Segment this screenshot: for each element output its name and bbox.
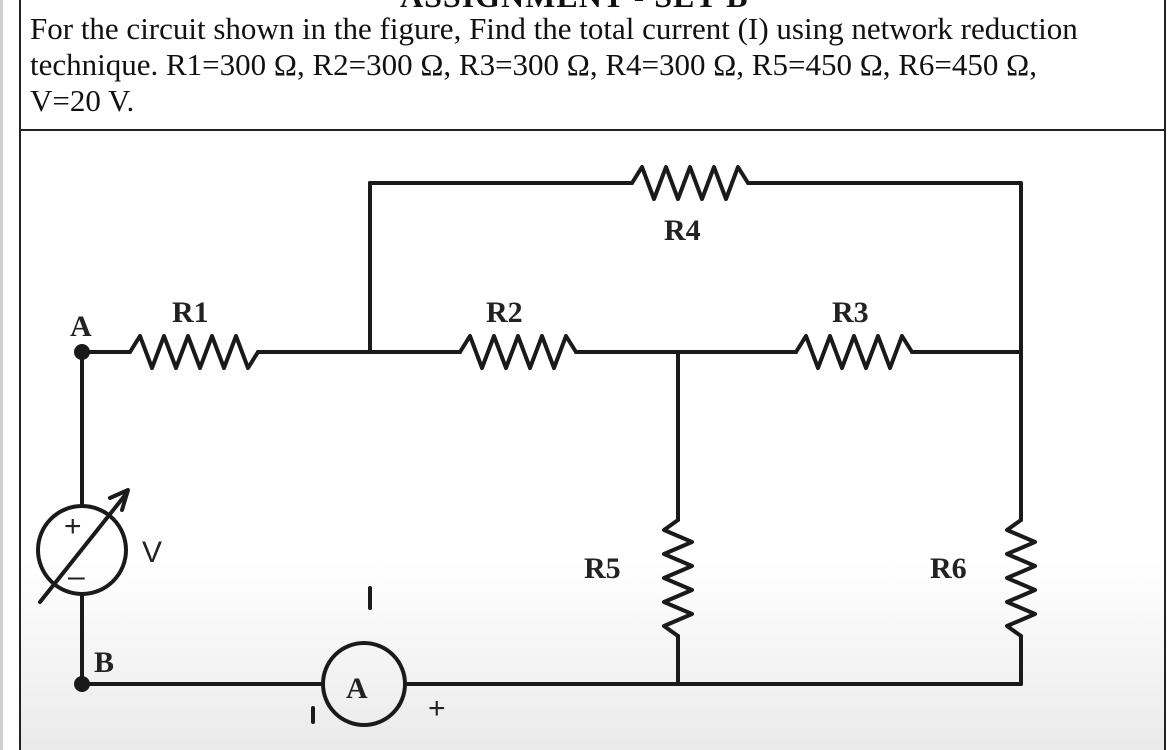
ammeter (321, 641, 407, 727)
r1-label: R1 (172, 296, 209, 329)
voltage-source (36, 504, 128, 596)
resistor-r4 (630, 165, 750, 201)
left-edge (0, 0, 3, 750)
bottom-shading (21, 560, 1164, 750)
source-minus: – (68, 560, 85, 593)
table-border-left (19, 0, 21, 750)
r2-label: R2 (486, 296, 523, 329)
ammeter-label: A (346, 672, 368, 705)
assignment-title: ASSIGNMENT - SET B (400, 0, 748, 15)
r3-label: R3 (832, 296, 869, 329)
question-line-1: For the circuit shown in the figure, Fin… (30, 11, 1078, 46)
source-plus: + (64, 510, 82, 543)
resistor-r1 (128, 334, 260, 370)
node-b-label: B (94, 646, 114, 679)
node-a-dot (74, 344, 90, 360)
r5-label: R5 (584, 552, 621, 585)
table-border-right (1164, 0, 1166, 750)
source-label: V (142, 536, 162, 569)
r6-label: R6 (930, 552, 967, 585)
question-line-2: technique. R1=300 Ω, R2=300 Ω, R3=300 Ω,… (30, 47, 1037, 82)
resistor-r2 (458, 334, 578, 370)
question-divider (19, 129, 1166, 131)
resistor-r5 (662, 518, 694, 638)
node-b-dot (74, 676, 90, 692)
question-line-3: V=20 V. (30, 83, 135, 118)
variable-arrow (38, 492, 128, 604)
wire-r4-to-right (746, 181, 1023, 354)
ammeter-plus: + (428, 692, 446, 725)
resistor-r6 (1005, 518, 1037, 638)
r4-label: R4 (664, 214, 701, 247)
variable-arrow-head (108, 488, 130, 512)
question-text: For the circuit shown in the figure, Fin… (30, 11, 1160, 119)
node-a-label: A (70, 310, 92, 343)
resistor-r3 (794, 334, 914, 370)
